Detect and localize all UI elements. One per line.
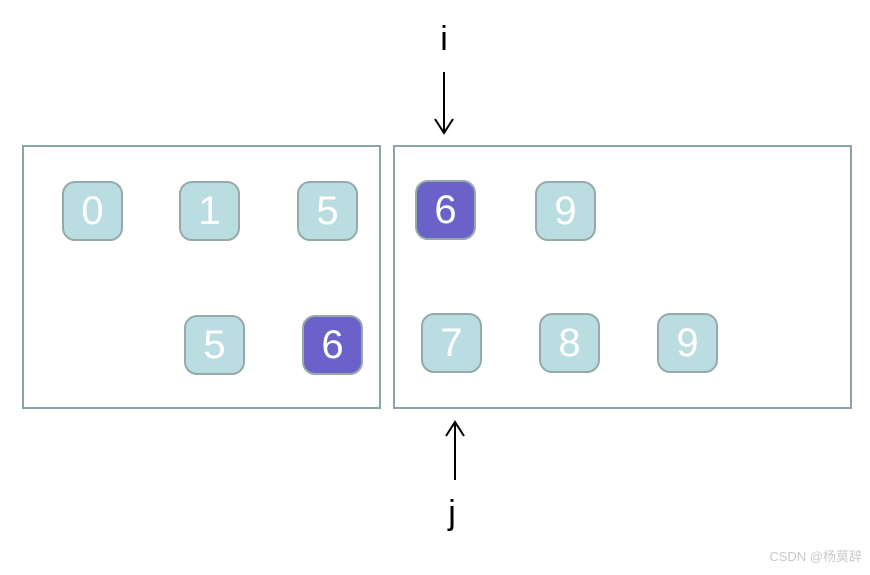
watermark: CSDN @杨莫辞: [769, 549, 862, 564]
array-cell: 5: [184, 315, 245, 375]
array-cell: 0: [62, 181, 123, 241]
array-cell: 9: [535, 181, 596, 241]
right-subarray-panel: 6 9 7 8 9: [393, 145, 852, 409]
array-cell: 5: [297, 181, 358, 241]
cell-value: 9: [554, 189, 577, 233]
cell-value: 0: [81, 189, 104, 233]
cell-value: 7: [440, 321, 463, 365]
left-subarray-panel: 0 1 5 5 6: [22, 145, 381, 409]
cell-value: 5: [203, 323, 226, 367]
cell-value: 8: [558, 321, 581, 365]
cell-value: 1: [198, 189, 221, 233]
down-arrow-icon: [434, 72, 454, 135]
array-cell: 6: [302, 315, 363, 375]
cell-value: 9: [676, 321, 699, 365]
cell-value: 6: [321, 323, 344, 367]
array-cell: 6: [415, 180, 476, 240]
cell-value: 5: [316, 189, 339, 233]
array-cell: 8: [539, 313, 600, 373]
cell-value: 6: [434, 188, 457, 232]
up-arrow-icon: [445, 420, 465, 480]
array-cell: 9: [657, 313, 718, 373]
array-cell: 1: [179, 181, 240, 241]
pointer-i-label: i: [440, 20, 448, 58]
array-cell: 7: [421, 313, 482, 373]
pointer-j-label: j: [448, 494, 456, 532]
